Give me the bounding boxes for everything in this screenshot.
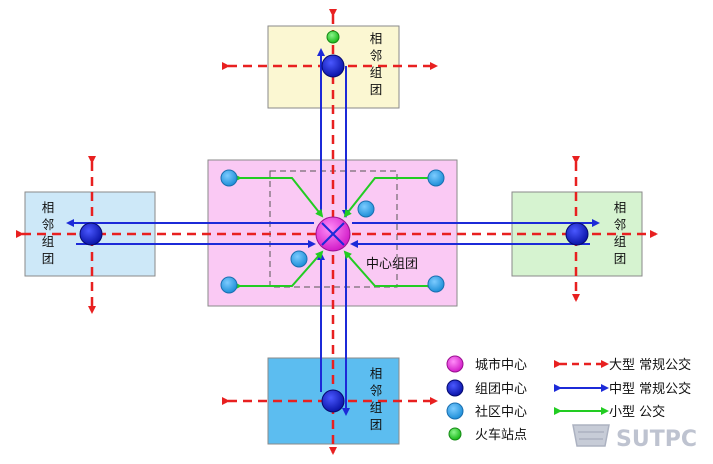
legend-train-station-icon	[448, 427, 462, 441]
community-center-node	[220, 276, 238, 294]
legend-large-bus-label: 大型 常规公交	[609, 357, 691, 373]
label-char: 团	[370, 82, 383, 97]
community-center-node	[427, 169, 445, 187]
community-center-node	[427, 275, 445, 293]
label-char: 邻	[370, 48, 383, 63]
legend-group-center-icon	[446, 379, 464, 397]
legend-community-center-icon	[446, 402, 464, 420]
label-char: 邻	[614, 217, 627, 232]
legend-city-center-label: 城市中心	[475, 357, 527, 373]
label-char: 团	[614, 251, 627, 266]
label-char: 相	[370, 31, 383, 46]
legend: 城市中心 组团中心 社区中心 火车站点 大型 常规公交 中型 常规公交 小型 公…	[446, 355, 691, 443]
label-char: 组	[614, 234, 627, 249]
group-center-node-top	[321, 54, 345, 78]
small-bus-route	[234, 250, 324, 290]
legend-group-center-label: 组团中心	[475, 382, 527, 397]
community-center-node	[290, 250, 308, 268]
small-bus-route	[234, 174, 324, 218]
left-group-label: 相 邻 组 团	[42, 200, 55, 266]
right-group-label: 相 邻 组 团	[614, 200, 627, 266]
label-char: 相	[42, 200, 55, 215]
label-char: 相	[370, 366, 383, 381]
legend-community-center-label: 社区中心	[475, 404, 527, 420]
sutpc-logo-icon	[572, 424, 610, 447]
group-center-node-right	[565, 222, 589, 246]
small-bus-route	[343, 250, 433, 290]
label-char: 邻	[42, 217, 55, 232]
community-center-node	[220, 169, 238, 187]
label-char: 团	[42, 251, 55, 266]
label-char: 组	[370, 400, 383, 415]
group-center-node-bottom	[321, 389, 345, 413]
legend-train-station-label: 火车站点	[475, 427, 527, 443]
label-char: 相	[614, 200, 627, 215]
train-station-node	[326, 30, 340, 44]
bottom-group-label: 相 邻 组 团	[370, 366, 383, 432]
label-char: 团	[370, 417, 383, 432]
community-center-node	[357, 200, 375, 218]
sutpc-watermark: SUTPC	[572, 424, 697, 452]
legend-city-center-icon	[446, 355, 464, 373]
watermark-text: SUTPC	[616, 427, 697, 452]
top-group-label: 相 邻 组 团	[370, 31, 383, 97]
small-bus-route	[343, 174, 433, 218]
central-group-label: 中心组团	[366, 257, 418, 272]
group-center-node-left	[79, 222, 103, 246]
city-center-cross	[321, 222, 345, 246]
legend-medium-bus-label: 中型 常规公交	[609, 381, 691, 397]
label-char: 邻	[370, 383, 383, 398]
label-char: 组	[42, 234, 55, 249]
label-char: 组	[370, 65, 383, 80]
legend-small-bus-label: 小型 公交	[609, 404, 665, 420]
